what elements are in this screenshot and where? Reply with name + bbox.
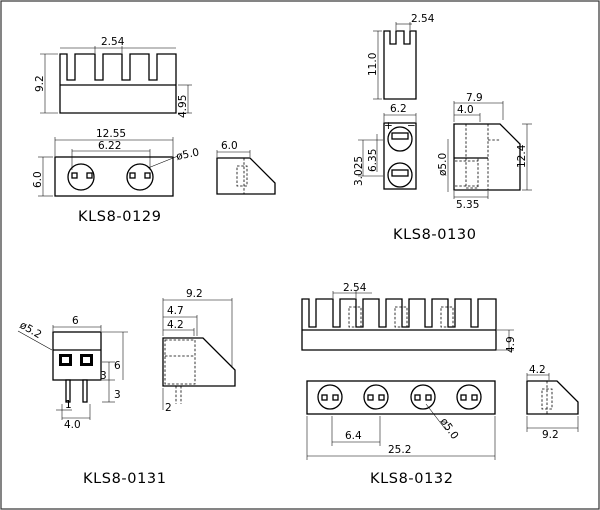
drawing-kls8-0132: 2.54 4.9 6.4 25.2 ø5.0 [301,282,579,487]
dim-pin-len: 2 [165,402,172,414]
dim-height: 11.0 [367,53,379,76]
dim-overall: 7.9 [466,92,483,104]
drawing-kls8-0131: 6 ø5.2 3 6 3 1 4.0 [18,288,236,487]
side-view: 4.2 9.2 [526,364,579,441]
front-view: 2.54 4.9 [301,282,517,353]
dim-hole-dia: ø5.0 [437,153,449,176]
dim-side-top: 4.2 [529,364,546,376]
front-view: 2.54 11.0 [367,13,435,100]
dim-base: 5.35 [456,199,479,211]
dim-length: 25.2 [388,444,411,456]
caption: KLS8-0129 [78,209,162,225]
dim-width: 6 [72,315,79,327]
dim-width: 6.2 [390,103,407,115]
dim-pin-height: 4.95 [177,95,189,118]
dim-row-b: 3 [114,389,121,401]
dim-height: 6 [114,360,121,372]
dim-pitch: 2.54 [343,282,367,294]
caption: KLS8-0132 [370,471,454,487]
dim-pitch: 2.54 [101,36,125,48]
dim-depth: 6.0 [32,171,44,188]
dim-overall: 9.2 [186,288,203,300]
dim-pitch: 2.54 [411,13,435,25]
side-view: 6.0 [216,140,276,195]
caption: KLS8-0131 [83,471,167,487]
polarity-minus: − [407,120,416,132]
dim-hole-dia: ø5.0 [175,146,200,163]
dim-pin-height: 4.9 [505,336,517,353]
dim-spacing: 6.4 [345,430,362,442]
dim-span-b: 6.35 [367,149,379,172]
top-view: + − 6.2 3.025 6.35 [353,103,417,190]
dim-side-depth: 6.0 [221,140,238,152]
polarity-plus: + [384,120,393,132]
dim-length: 12.55 [96,128,126,140]
side-view: 9.2 4.7 4.2 2 [162,288,236,414]
dim-side-height: 12.4 [516,144,528,168]
dim-height: 9.2 [34,75,46,92]
dim-top-b: 4.2 [167,319,184,331]
dim-row-a: 3 [100,370,107,382]
drawing-kls8-0129: 2.54 9.2 4.95 12.55 6.22 [32,36,276,225]
dim-pin-pitch: 1 [65,399,72,411]
dim-top: 4.0 [457,104,474,116]
front-view: 2.54 9.2 4.95 [34,36,192,118]
front-view: 6 ø5.2 3 6 3 1 4.0 [18,315,128,431]
dim-span-a: 3.025 [353,156,365,186]
dim-top-a: 4.7 [167,305,184,317]
top-view: 12.55 6.22 6.0 ø5.0 [32,128,200,197]
dim-side-depth: 9.2 [542,429,559,441]
dim-pin-span: 6.22 [98,140,121,152]
drawing-kls8-0130: 2.54 11.0 + − 6.2 3.025 6.35 [353,13,532,243]
top-view: 6.4 25.2 ø5.0 [306,380,496,460]
dim-pin-span: 4.0 [64,419,81,431]
caption: KLS8-0130 [393,227,477,243]
side-view: 7.9 4.0 12.4 ø5.0 5.35 [437,92,532,211]
dim-hole-dia: ø5.0 [438,416,461,442]
